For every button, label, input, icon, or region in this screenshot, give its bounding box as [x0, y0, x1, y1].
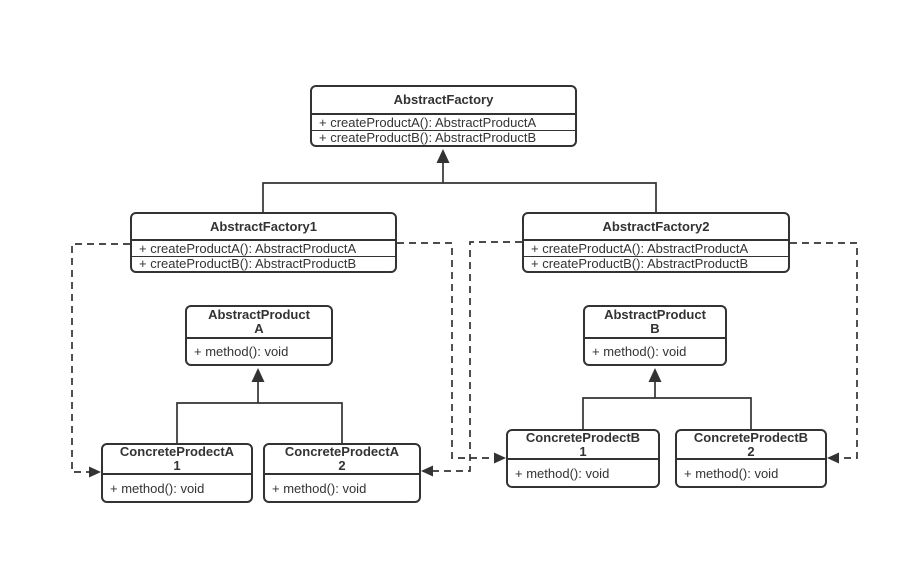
class-method: + method(): void — [272, 480, 367, 496]
class-method: + method(): void — [515, 465, 610, 481]
class-name-line2: 1 — [173, 458, 181, 473]
class-method: + createProductA(): AbstractProductA — [139, 241, 357, 256]
generalization-product-b-arrow — [582, 368, 752, 429]
class-method: + createProductA(): AbstractProductA — [531, 241, 749, 256]
class-abstract-product-b[interactable]: AbstractProduct B + method(): void — [583, 305, 727, 366]
class-concrete-prodect-a2[interactable]: ConcreteProdectA 2 + method(): void — [263, 443, 421, 503]
class-title: AbstractProduct B — [585, 307, 725, 339]
class-concrete-prodect-a1[interactable]: ConcreteProdectA 1 + method(): void — [101, 443, 253, 503]
dependency-af1-ca1-arrow — [71, 243, 130, 478]
class-abstract-factory[interactable]: AbstractFactory + createProductA(): Abst… — [310, 85, 577, 147]
class-title: AbstractFactory2 — [524, 214, 788, 241]
dependency-af1-cb1-arrow — [397, 242, 506, 464]
class-title: AbstractFactory — [312, 87, 575, 115]
class-method: + method(): void — [110, 480, 205, 496]
class-name-line1: ConcreteProdectA — [119, 444, 235, 459]
class-method: + createProductA(): AbstractProductA — [319, 115, 537, 130]
class-name-line1: AbstractProduct — [604, 307, 706, 322]
class-name-line2: B — [650, 321, 660, 336]
class-name-line1: ConcreteProdectB — [525, 429, 641, 445]
class-concrete-prodect-b1[interactable]: ConcreteProdectB 1 + method(): void — [506, 429, 660, 488]
class-name-line1: AbstractProduct — [208, 307, 310, 322]
class-name-line2: 2 — [338, 458, 346, 473]
class-title: ConcreteProdectB 2 — [677, 429, 825, 460]
dependency-af2-cb2-arrow — [790, 242, 858, 464]
class-title: AbstractProduct A — [187, 307, 331, 339]
class-title: ConcreteProdectA 1 — [103, 445, 251, 475]
class-name-line2: 2 — [747, 443, 755, 459]
class-title: ConcreteProdectB 1 — [508, 429, 658, 460]
class-name-line1: ConcreteProdectA — [284, 444, 400, 459]
class-method: + method(): void — [592, 344, 687, 359]
class-method: + createProductB(): AbstractProductB — [524, 255, 788, 271]
class-name-line2: A — [254, 321, 264, 336]
class-abstract-factory-1[interactable]: AbstractFactory1 + createProductA(): Abs… — [130, 212, 397, 273]
class-name: AbstractFactory1 — [210, 218, 317, 234]
class-title: AbstractFactory1 — [132, 214, 395, 241]
class-title: ConcreteProdectA 2 — [265, 445, 419, 475]
class-concrete-prodect-b2[interactable]: ConcreteProdectB 2 + method(): void — [675, 429, 827, 488]
class-method: + createProductB(): AbstractProductB — [132, 255, 395, 271]
class-name: AbstractFactory2 — [602, 218, 710, 234]
class-method: + method(): void — [684, 465, 779, 481]
class-abstract-factory-2[interactable]: AbstractFactory2 + createProductA(): Abs… — [522, 212, 790, 273]
generalization-product-a-arrow — [176, 368, 343, 443]
class-method: + method(): void — [194, 344, 289, 359]
class-name: AbstractFactory — [393, 92, 494, 107]
class-method: + createProductB(): AbstractProductB — [312, 129, 575, 145]
class-name-line2: 1 — [579, 443, 587, 459]
class-abstract-product-a[interactable]: AbstractProduct A + method(): void — [185, 305, 333, 366]
generalization-factories-arrow — [262, 149, 657, 212]
dependency-af2-ca2-arrow — [421, 241, 522, 477]
class-name-line1: ConcreteProdectB — [693, 429, 809, 445]
